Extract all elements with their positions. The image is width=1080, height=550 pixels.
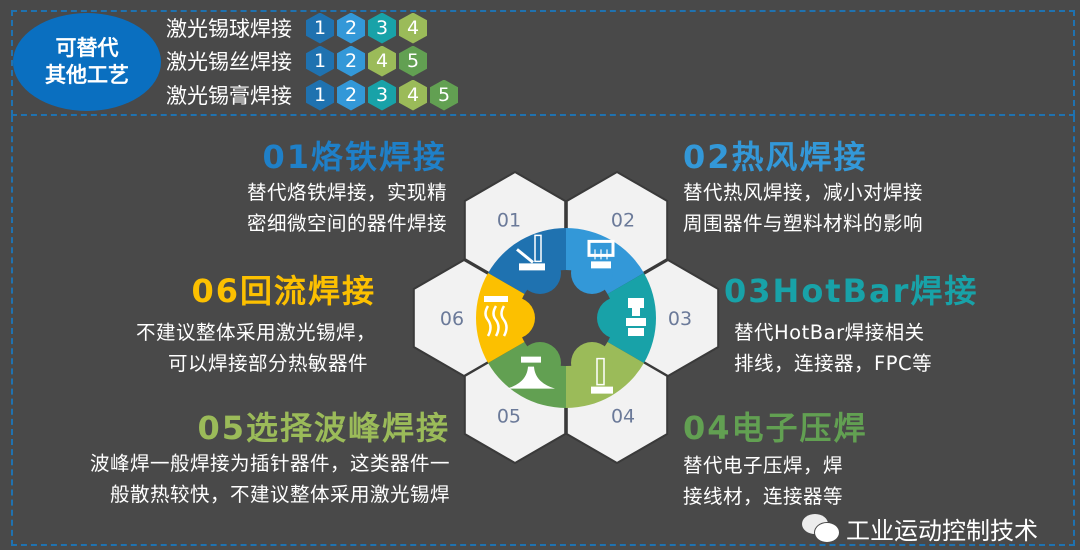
watermark: 工业运动控制技术 (800, 513, 1038, 545)
item-06: 06回流焊接 不建议整体采用激光锡焊， 可以焊接部分热敏器件 (56, 271, 376, 379)
alternatives-panel (11, 10, 1075, 116)
ring-bump (493, 297, 535, 339)
item-desc: 替代HotBar焊接相关 (734, 321, 925, 344)
hex-number: 06 (440, 308, 464, 330)
process-label: 激光锡球焊接 (166, 17, 292, 41)
process-label: 激光锡膏焊接 (166, 84, 292, 108)
item-title: 05选择波峰焊接 (197, 409, 450, 447)
ring-bump (519, 251, 561, 294)
item-desc: 替代热风焊接，减小对焊接 (683, 181, 924, 204)
item-03: 03HotBar焊接 替代HotBar焊接相关 排线，连接器，FPC等 (724, 271, 978, 379)
item-desc: 不建议整体采用激光锡焊， (135, 321, 376, 344)
hex-number: 04 (611, 405, 635, 427)
item-desc: 接线材，连接器等 (683, 485, 844, 508)
item-desc: 可以焊接部分热敏器件 (167, 352, 368, 375)
item-desc: 密细微空间的器件焊接 (246, 212, 447, 235)
item-desc: 波峰焊一般焊接为插针器件，这类器件一 (89, 452, 450, 475)
alternatives-badge: 可替代 其他工艺 (13, 13, 161, 111)
hex-number: 01 (497, 210, 521, 232)
oval-line: 其他工艺 (45, 63, 129, 87)
item-02: 02热风焊接 替代热风焊接，减小对焊接 周围器件与塑料材料的影响 (683, 137, 923, 239)
wave-solder-icon (507, 356, 555, 389)
electronic-press-weld-icon (591, 357, 613, 394)
wechat-icon (800, 513, 844, 543)
soldering-iron-icon (516, 234, 545, 271)
hot-air-icon (587, 239, 615, 269)
item-desc: 般散热较快，不建议整体采用激光锡焊 (109, 483, 450, 506)
oval-line: 可替代 (55, 36, 119, 60)
ring-bump (571, 342, 613, 385)
item-title: 06回流焊接 (191, 272, 376, 310)
item-desc: 周围器件与塑料材料的影响 (683, 212, 924, 235)
item-title: 02热风焊接 (683, 138, 868, 176)
item-desc: 替代电子压焊，焊 (683, 454, 844, 477)
processes-panel (11, 116, 1075, 546)
watermark-text: 工业运动控制技术 (846, 516, 1038, 545)
item-title: 01烙铁焊接 (262, 138, 447, 176)
item-title: 04电子压焊 (683, 409, 868, 447)
item-01: 01烙铁焊接 替代烙铁焊接，实现精 密细微空间的器件焊接 (147, 137, 447, 239)
ring-center (518, 270, 614, 366)
item-desc: 替代烙铁焊接，实现精 (246, 181, 447, 204)
hex-number: 03 (668, 308, 692, 330)
item-title: 03HotBar焊接 (724, 272, 979, 310)
item-desc: 排线，连接器，FPC等 (734, 352, 933, 375)
item-04: 04电子压焊 替代电子压焊，焊 接线材，连接器等 (683, 408, 868, 512)
item-05: 05选择波峰焊接 波峰焊一般焊接为插针器件，这类器件一 般散热较快，不建议整体采… (10, 408, 450, 510)
hex-number: 05 (497, 405, 521, 427)
reflow-heat-icon (484, 296, 508, 337)
hotbar-press-icon (626, 298, 646, 336)
hex-number: 02 (611, 210, 635, 232)
process-label: 激光锡丝焊接 (166, 50, 292, 74)
